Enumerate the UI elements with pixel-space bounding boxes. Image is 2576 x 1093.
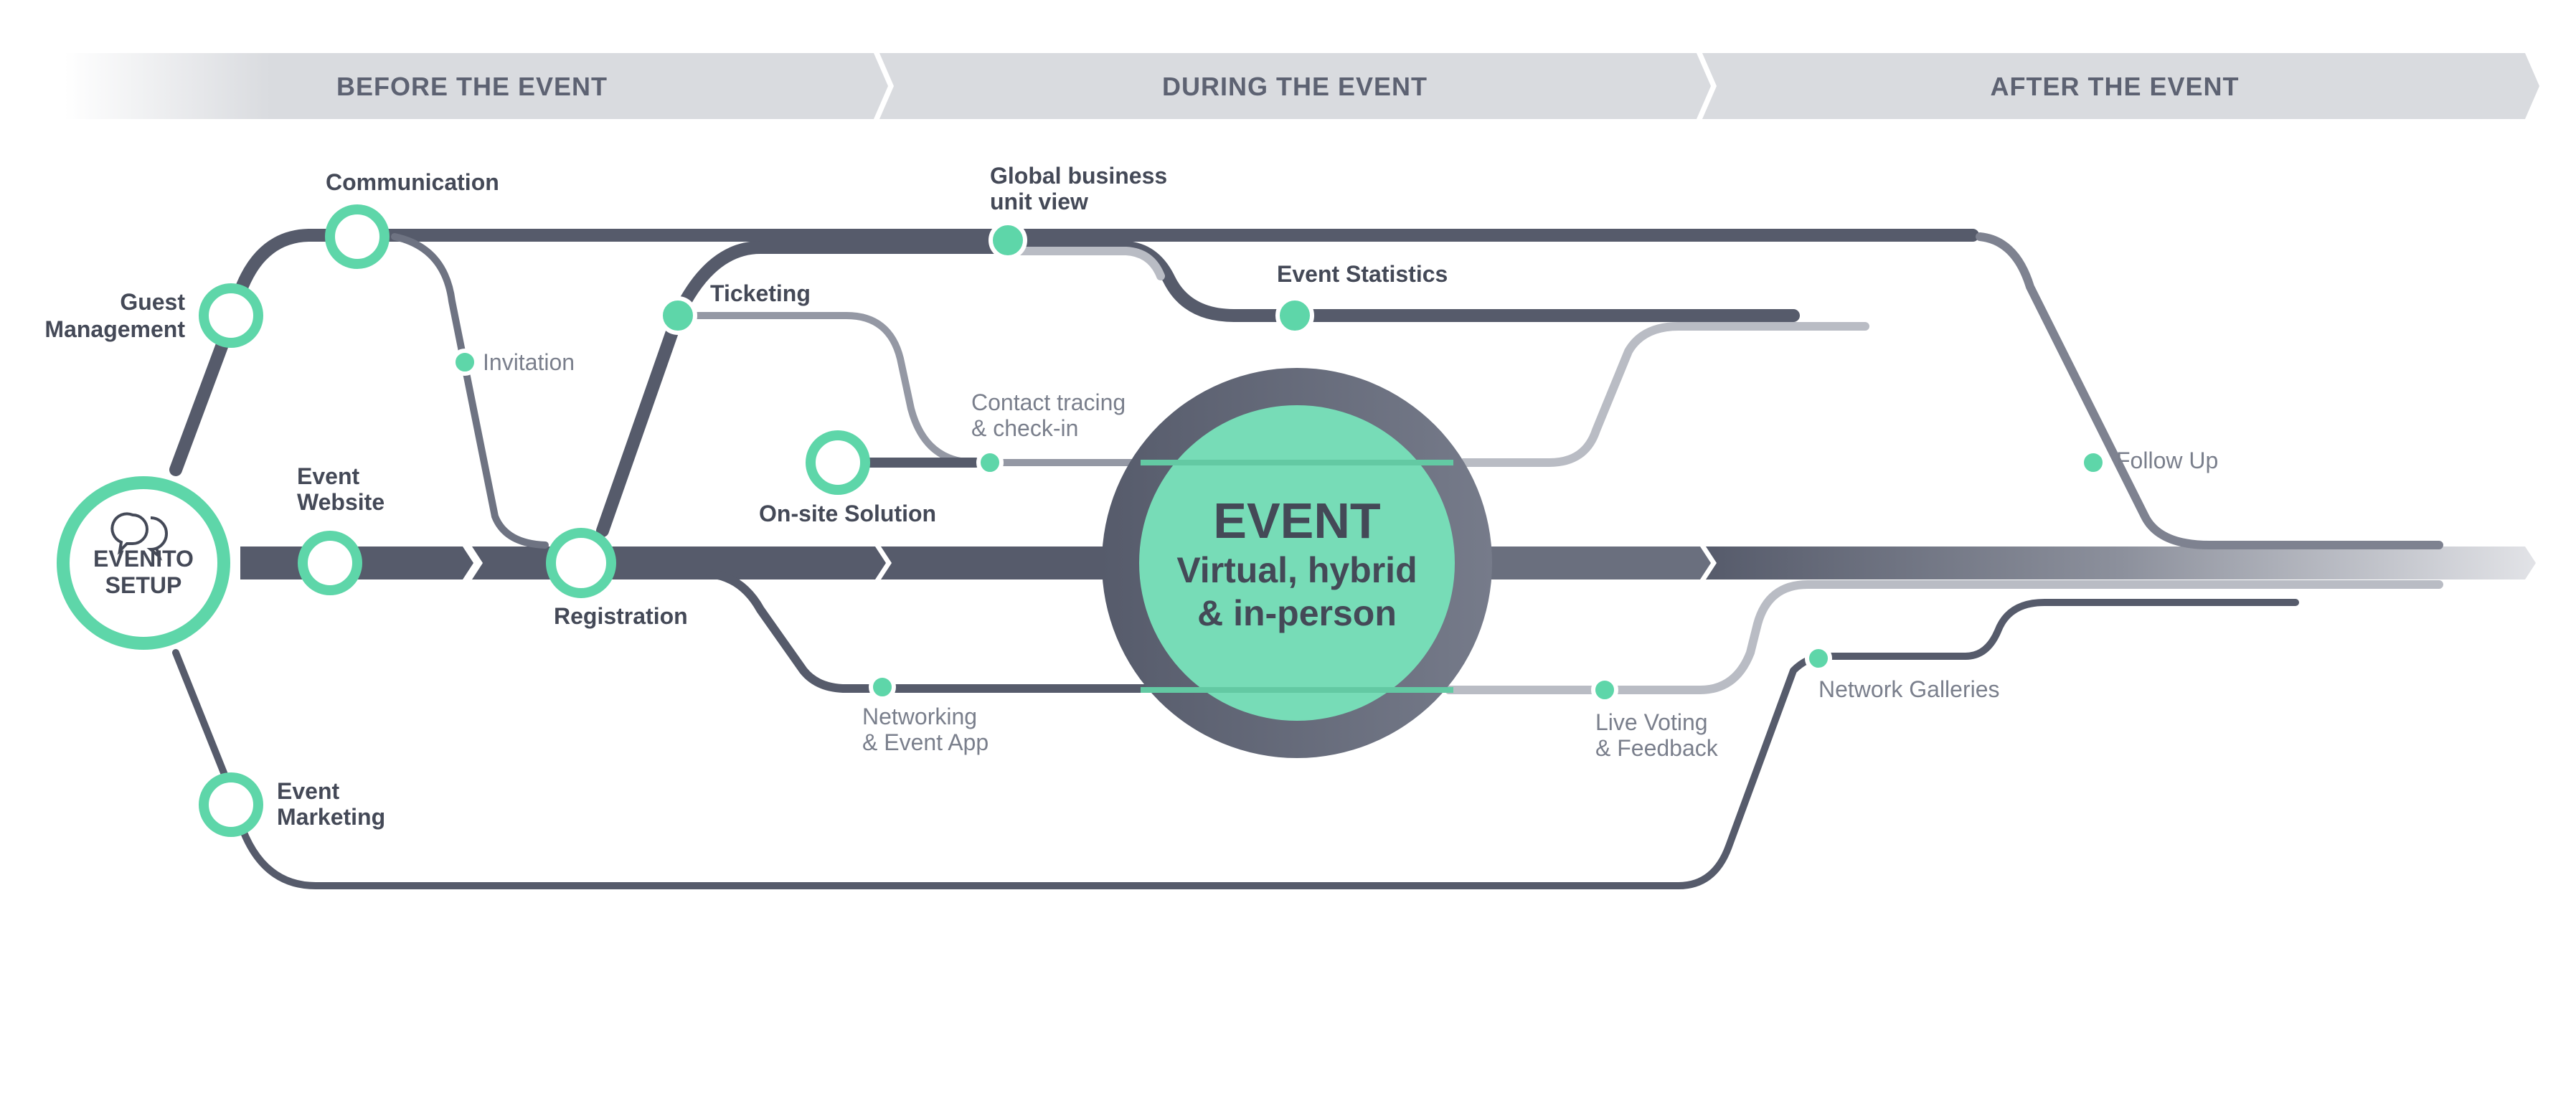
station-network-galleries <box>1805 645 1832 672</box>
track-marketing <box>172 599 2299 889</box>
label-onsite: On-site Solution <box>759 501 936 526</box>
label-event-website-2: Website <box>297 489 384 515</box>
station-communication <box>325 204 390 269</box>
station-event-website <box>298 531 362 595</box>
evenito-setup-station: EVENITO SETUP <box>57 476 230 650</box>
label-follow-up: Follow Up <box>2116 448 2218 473</box>
station-event-marketing <box>199 772 263 837</box>
label-registration: Registration <box>554 603 688 629</box>
label-event-statistics: Event Statistics <box>1277 261 1448 287</box>
track-contact-continue <box>1459 322 1869 467</box>
label-event-marketing-1: Event <box>277 778 339 804</box>
phase-after-band <box>1702 53 2539 119</box>
phase-banner: BEFORE THE EVENT DURING THE EVENT AFTER … <box>65 53 2539 119</box>
label-guest-management-1: Guest <box>120 289 185 315</box>
label-guest-management-2: Management <box>44 316 185 342</box>
label-ticketing: Ticketing <box>710 280 811 306</box>
phase-after-label: AFTER THE EVENT <box>1990 72 2239 101</box>
track-follow-up <box>1976 232 2443 549</box>
station-ticketing <box>659 296 697 335</box>
event-hub: EVENT Virtual, hybrid & in-person <box>1102 368 1492 758</box>
station-live-voting <box>1591 676 1618 704</box>
label-contact-tracing-2: & check-in <box>971 415 1078 441</box>
station-registration <box>546 528 616 598</box>
hub-subtitle-line1: Virtual, hybrid <box>1176 550 1417 590</box>
label-event-marketing-2: Marketing <box>277 804 385 830</box>
station-follow-up <box>2080 449 2107 476</box>
label-global-view-1: Global business <box>990 163 1167 189</box>
station-onsite <box>806 430 870 495</box>
label-communication: Communication <box>326 169 499 195</box>
label-event-website-1: Event <box>297 463 359 489</box>
phase-before-band <box>65 53 888 119</box>
station-labels: Guest Management Communication Invitatio… <box>44 163 2218 830</box>
track-invitation <box>391 233 549 549</box>
track-global-light <box>1014 247 1165 280</box>
station-global-view <box>989 221 1027 260</box>
label-live-voting-2: & Feedback <box>1595 735 1719 761</box>
label-contact-tracing-1: Contact tracing <box>971 389 1126 415</box>
station-event-statistics <box>1275 296 1314 335</box>
hub-subtitle-line2: & in-person <box>1197 593 1397 633</box>
station-networking <box>869 673 896 701</box>
label-network-galleries: Network Galleries <box>1818 676 2000 702</box>
chat-bubbles-icon <box>110 512 168 562</box>
station-guest-management <box>199 283 263 348</box>
label-networking-2: & Event App <box>862 729 989 755</box>
phase-during-band <box>879 53 1711 119</box>
setup-line2: SETUP <box>105 572 182 598</box>
major-stations <box>199 204 870 837</box>
station-invitation <box>451 349 478 376</box>
label-live-voting-1: Live Voting <box>1595 709 1708 735</box>
hub-title: EVENT <box>1213 493 1380 549</box>
hub-core <box>1139 405 1455 721</box>
track-networking <box>706 569 1152 693</box>
label-global-view-2: unit view <box>990 189 1088 214</box>
track-live-voting <box>1445 580 2443 694</box>
label-networking-1: Networking <box>862 704 977 729</box>
phase-during-label: DURING THE EVENT <box>1162 72 1428 101</box>
setup-line1: EVENITO <box>93 546 194 572</box>
phase-before-label: BEFORE THE EVENT <box>336 72 608 101</box>
minor-stations <box>451 221 2107 704</box>
label-invitation: Invitation <box>483 349 575 375</box>
station-contact-tracing <box>976 449 1004 476</box>
